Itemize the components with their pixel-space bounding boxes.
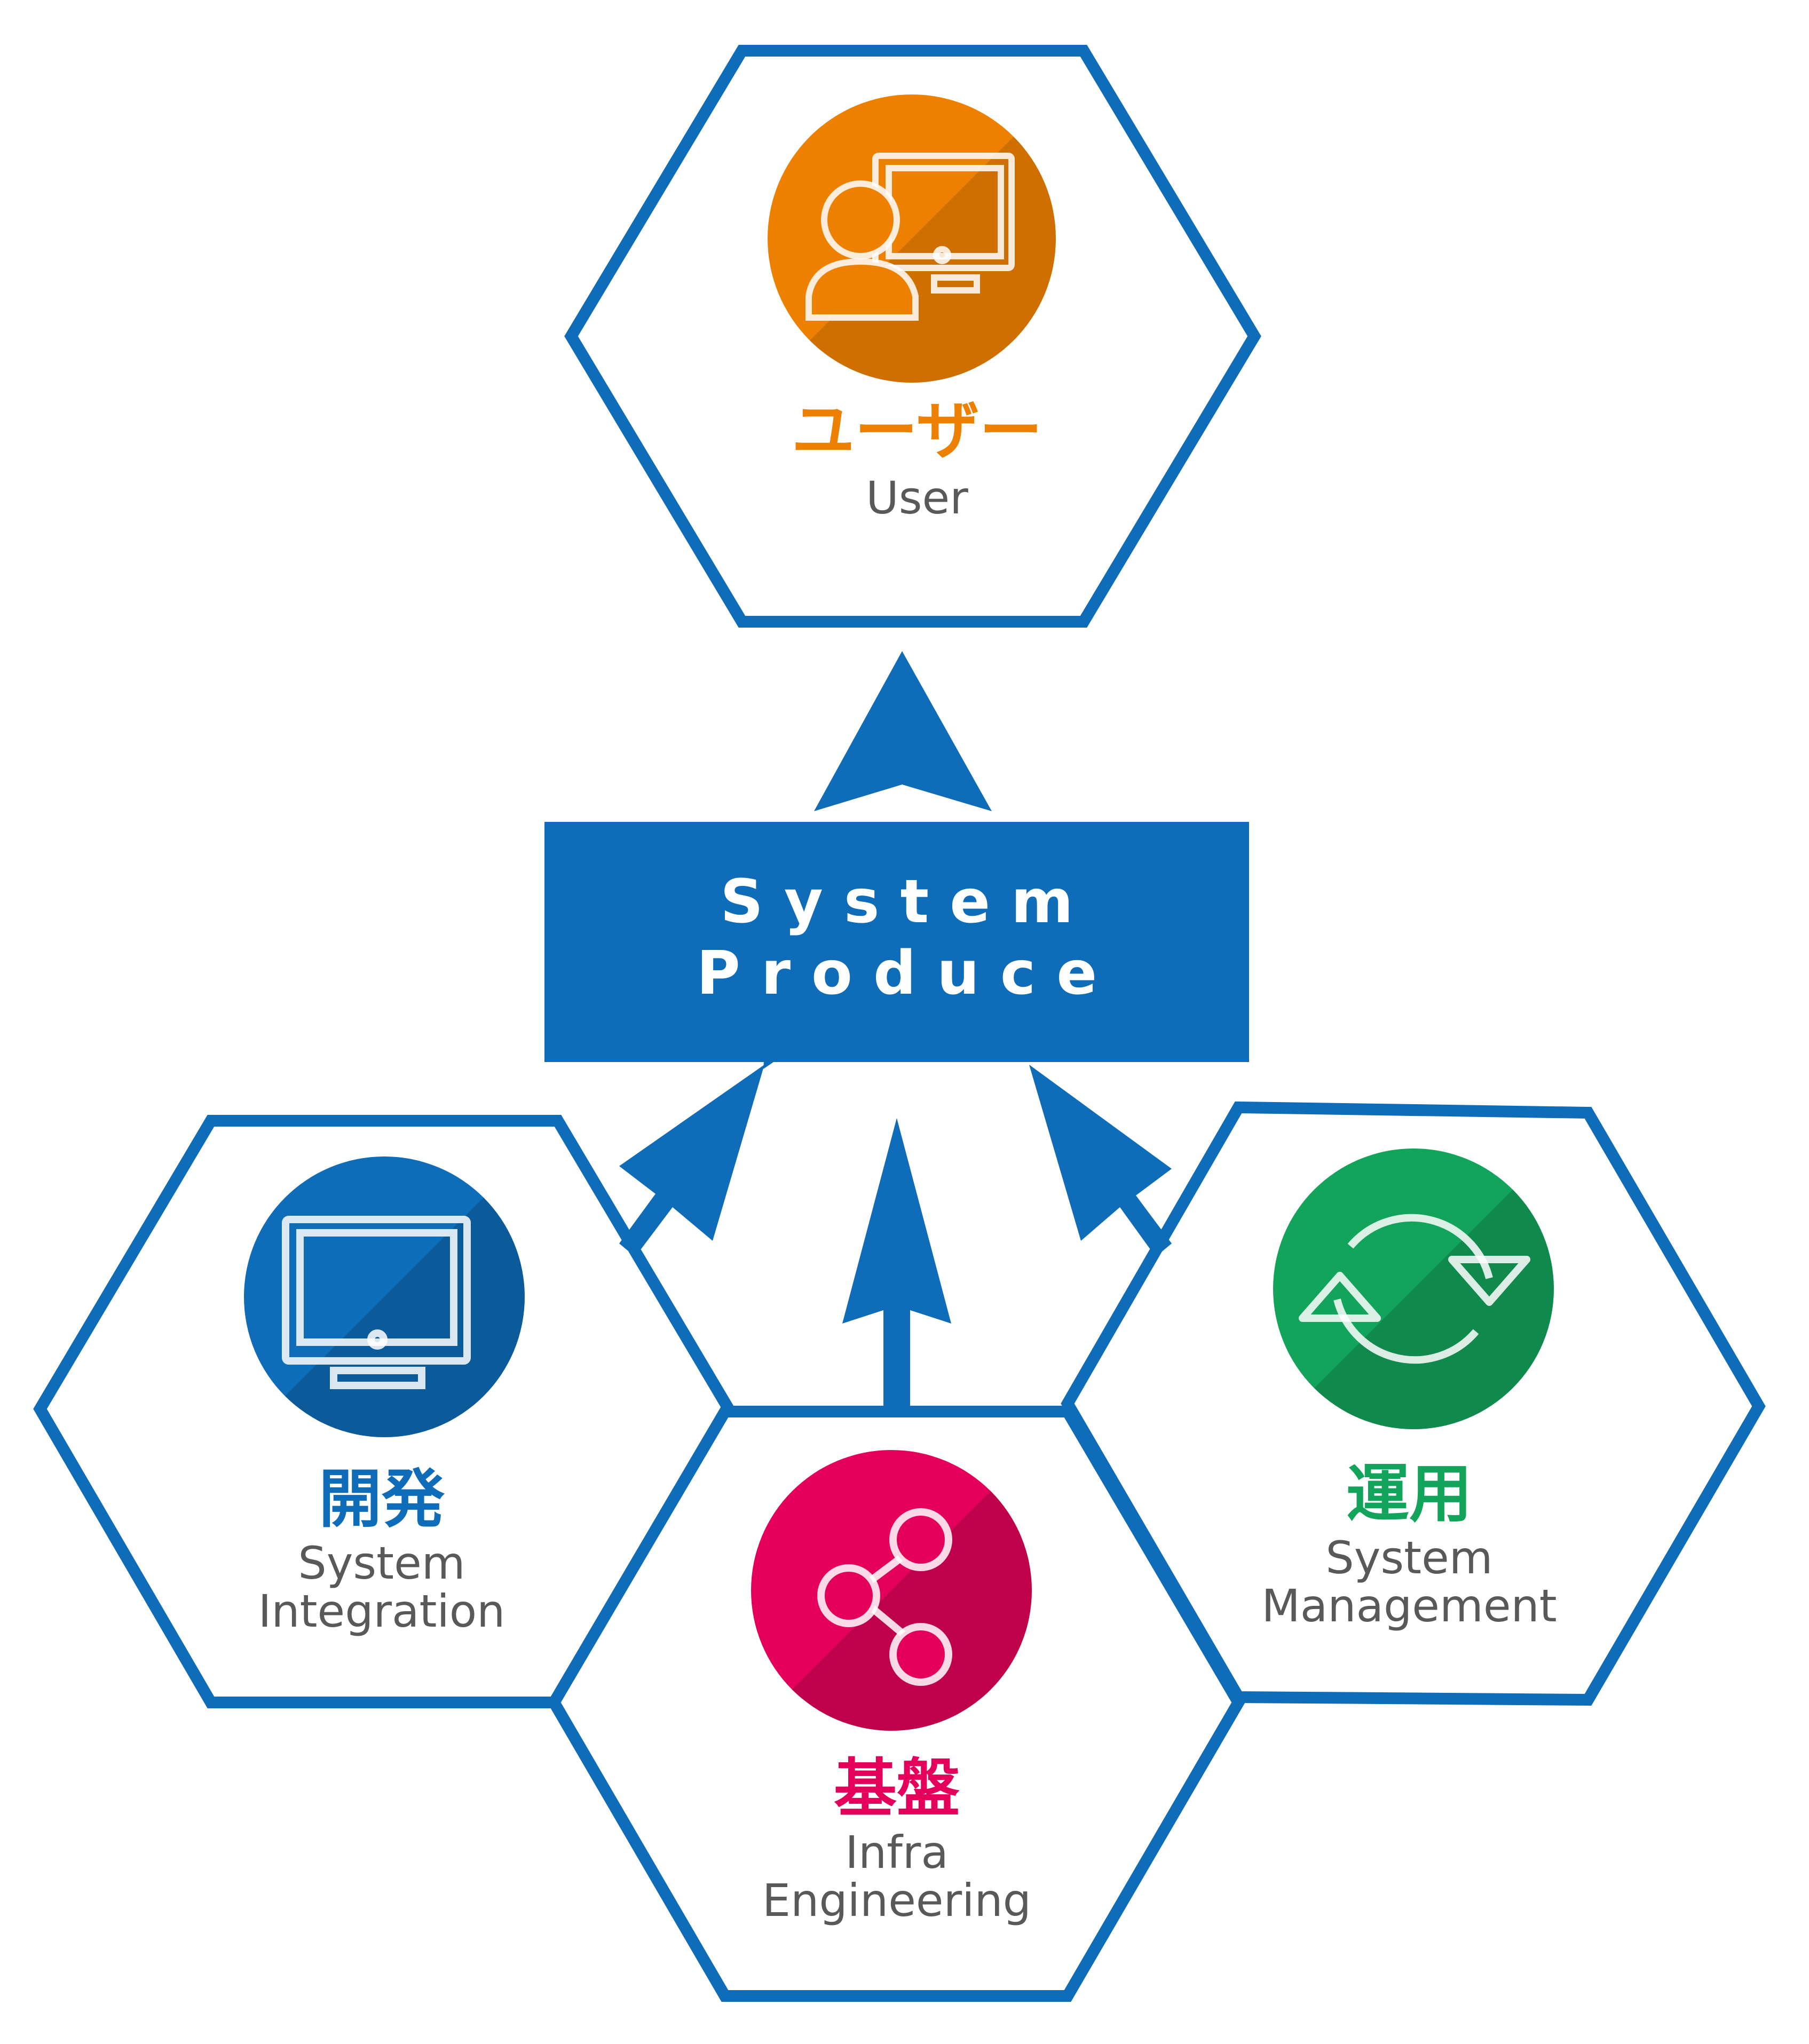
development-label-jp: 開発	[319, 1462, 445, 1536]
center-box	[544, 822, 1249, 1062]
user-monitor-icon	[805, 153, 1015, 321]
arrow-from-development-shape	[619, 1065, 764, 1257]
operations-label-jp: 運用	[1346, 1457, 1472, 1531]
user-node: ユーザー User	[768, 94, 1056, 524]
infra-node: 基盤 Infra Engineering	[751, 1450, 1032, 1927]
hexagon-operations	[1061, 1101, 1766, 1706]
development-label-en-1: System	[298, 1537, 465, 1589]
operations-node: 運用 System Management	[1261, 1148, 1557, 1632]
center-line-1: S y s t e m	[720, 867, 1073, 937]
arrow-from-operations-shape	[1029, 1065, 1172, 1257]
share-icon	[817, 1508, 952, 1686]
arrow-from-infra	[842, 1118, 951, 1409]
user-label-jp: ユーザー	[792, 394, 1042, 468]
infra-label-jp: 基盤	[834, 1752, 960, 1825]
hexagon-user	[564, 45, 1261, 628]
user-label-en: User	[866, 472, 968, 524]
development-label-en-2: Integration	[258, 1585, 505, 1637]
operations-label-en-2: Management	[1261, 1580, 1557, 1632]
refresh-icon	[1299, 1214, 1530, 1364]
infra-label-en-2: Engineering	[762, 1874, 1031, 1927]
monitor-icon	[282, 1216, 471, 1389]
arrow-up-to-user	[814, 651, 992, 811]
center-line-2: P r o d u c e	[697, 939, 1097, 1008]
operations-label-en-1: System	[1325, 1532, 1492, 1584]
development-node: 開発 System Integration	[244, 1156, 525, 1637]
infra-label-en-1: Infra	[845, 1826, 949, 1879]
